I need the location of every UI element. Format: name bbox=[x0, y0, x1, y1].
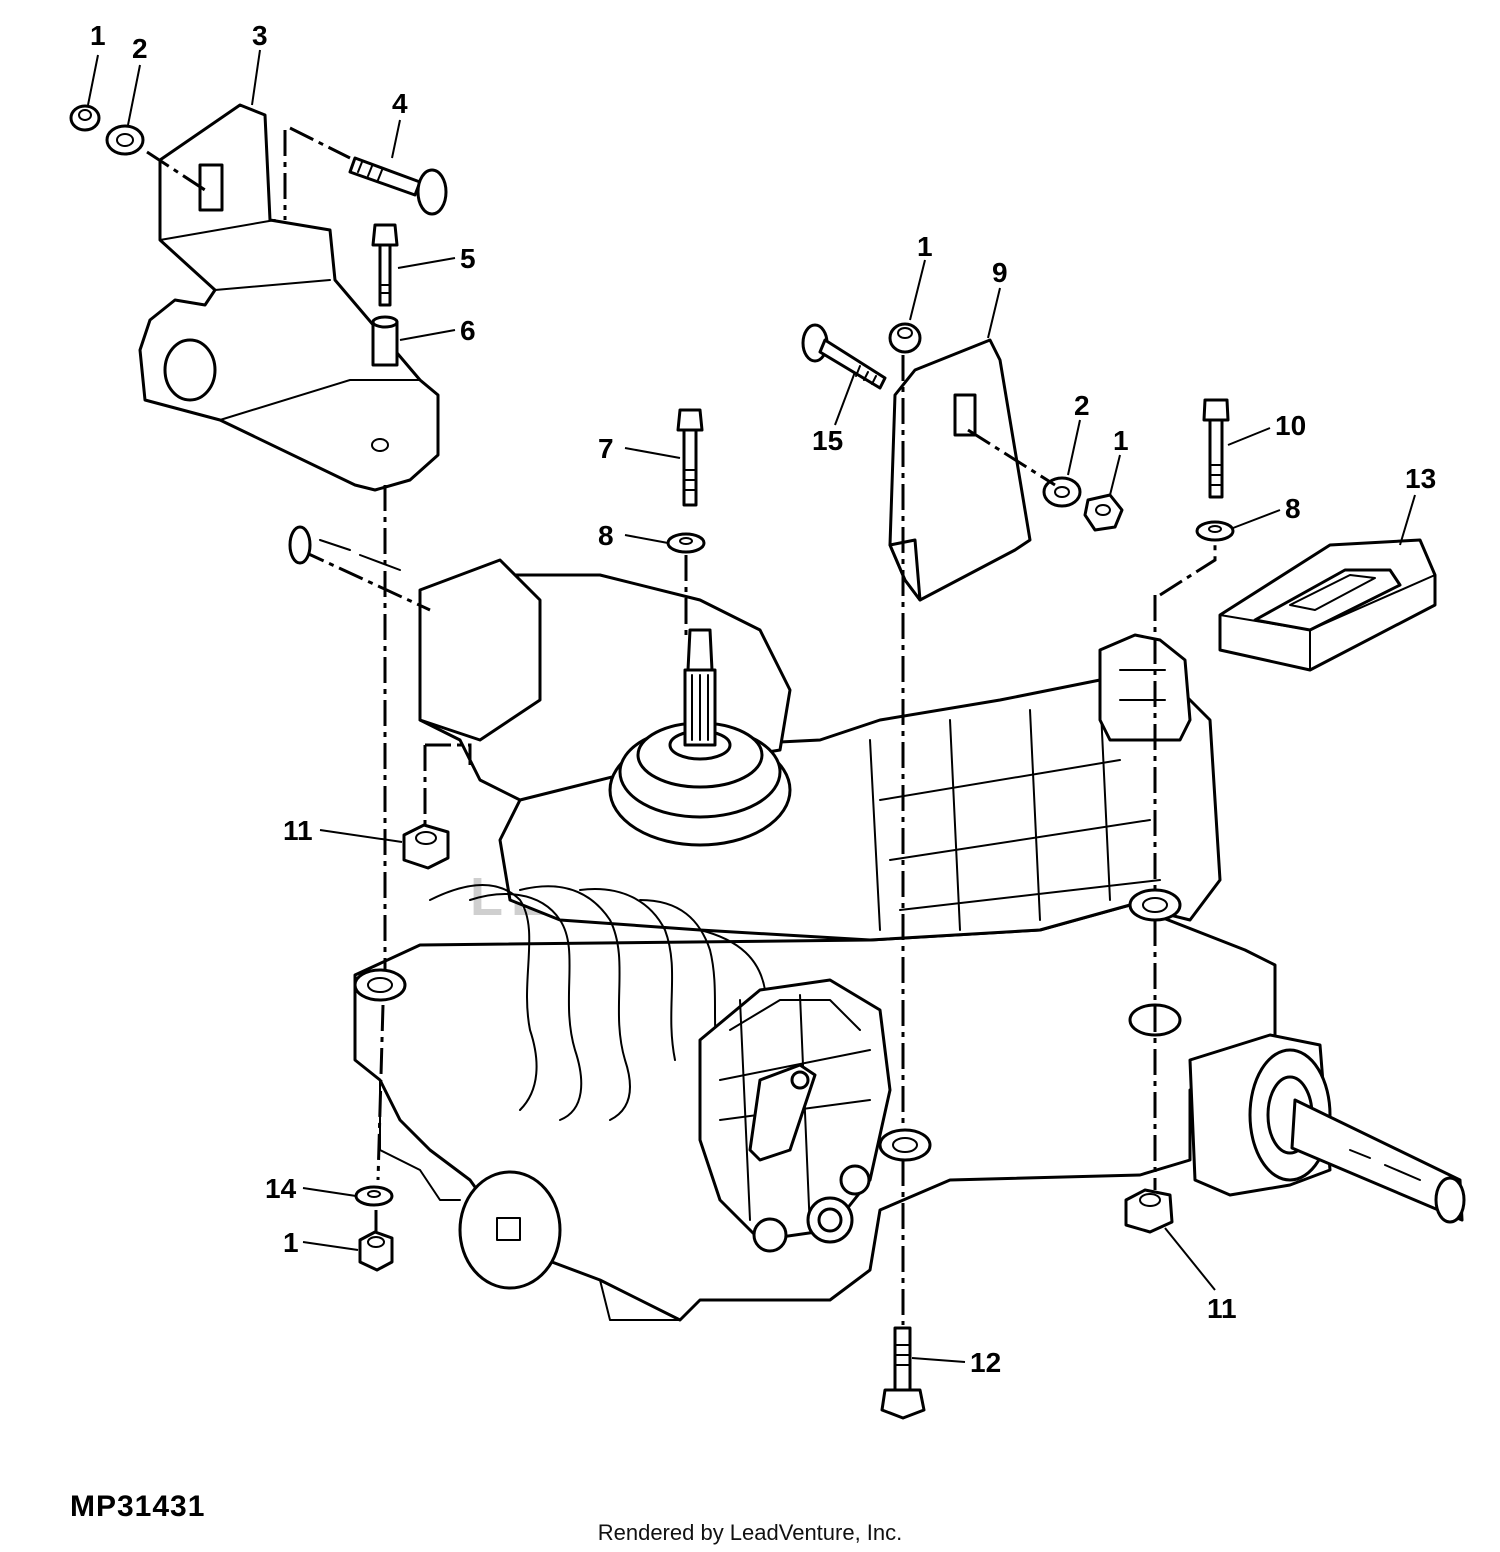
carriage-bolt bbox=[801, 323, 887, 390]
callout-8-washer-right: 8 bbox=[1285, 493, 1301, 524]
callout-1-nut-right: 1 bbox=[917, 231, 933, 262]
callout-15-carriage-bolt: 15 bbox=[812, 425, 843, 456]
callout-7-bolt: 7 bbox=[598, 433, 614, 464]
callout-2-washer-right: 2 bbox=[1074, 390, 1090, 421]
callout-12-bolt: 12 bbox=[970, 1347, 1001, 1378]
callout-4-carriage-bolt: 4 bbox=[392, 88, 408, 119]
hex-bolt bbox=[676, 408, 704, 507]
hex-nut bbox=[1124, 1188, 1174, 1234]
callout-14-washer: 14 bbox=[265, 1173, 297, 1204]
callout-2-washer: 2 bbox=[132, 33, 148, 64]
input-pulley bbox=[608, 628, 792, 847]
callout-3-bracket: 3 bbox=[252, 20, 268, 51]
lock-washer bbox=[105, 124, 145, 156]
nut bbox=[888, 322, 922, 354]
hex-bolt bbox=[880, 1326, 926, 1420]
callout-1-nut-bottom: 1 bbox=[283, 1227, 299, 1258]
callout-1-nut: 1 bbox=[90, 20, 106, 51]
callout-10-bolt: 10 bbox=[1275, 410, 1306, 441]
callout-9-bracket: 9 bbox=[992, 257, 1008, 288]
flat-washer bbox=[666, 532, 706, 554]
cooling-fins bbox=[429, 884, 766, 1121]
nut bbox=[1083, 493, 1124, 532]
nut bbox=[358, 1230, 394, 1272]
bracket-left bbox=[138, 103, 440, 492]
credit-line: Rendered by LeadVenture, Inc. bbox=[597, 1520, 903, 1545]
spacer bbox=[371, 315, 399, 367]
carriage-bolt bbox=[348, 156, 448, 216]
callout-numbers: 1 2 3 4 5 6 1 9 15 2 1 7 8 10 8 13 11 14… bbox=[90, 20, 1436, 1378]
callout-1-nut-right-lower: 1 bbox=[1113, 425, 1129, 456]
callout-13-pad: 13 bbox=[1405, 463, 1436, 494]
flat-washer bbox=[1195, 520, 1235, 542]
callout-5-bolt: 5 bbox=[460, 243, 476, 274]
figure-id: MP31431 bbox=[70, 1490, 206, 1523]
flat-washer bbox=[354, 1185, 394, 1207]
assembly-lines bbox=[146, 126, 1217, 1325]
callout-6-spacer: 6 bbox=[460, 315, 476, 346]
bracket-right bbox=[888, 338, 1032, 602]
right-axle bbox=[1188, 1033, 1466, 1224]
nut bbox=[69, 104, 101, 132]
left-axle bbox=[288, 525, 542, 742]
leader-lines bbox=[87, 49, 1416, 1363]
flange-bolt bbox=[371, 223, 399, 307]
callout-11-nut: 11 bbox=[283, 815, 313, 846]
hex-bolt bbox=[1202, 398, 1230, 499]
callout-8-washer: 8 bbox=[598, 520, 614, 551]
case-ribs bbox=[869, 689, 1161, 931]
transaxle-housing bbox=[353, 573, 1277, 1322]
hex-nut bbox=[402, 823, 450, 870]
callout-11-nut-right: 11 bbox=[1207, 1293, 1237, 1324]
pad-part bbox=[1218, 538, 1437, 672]
